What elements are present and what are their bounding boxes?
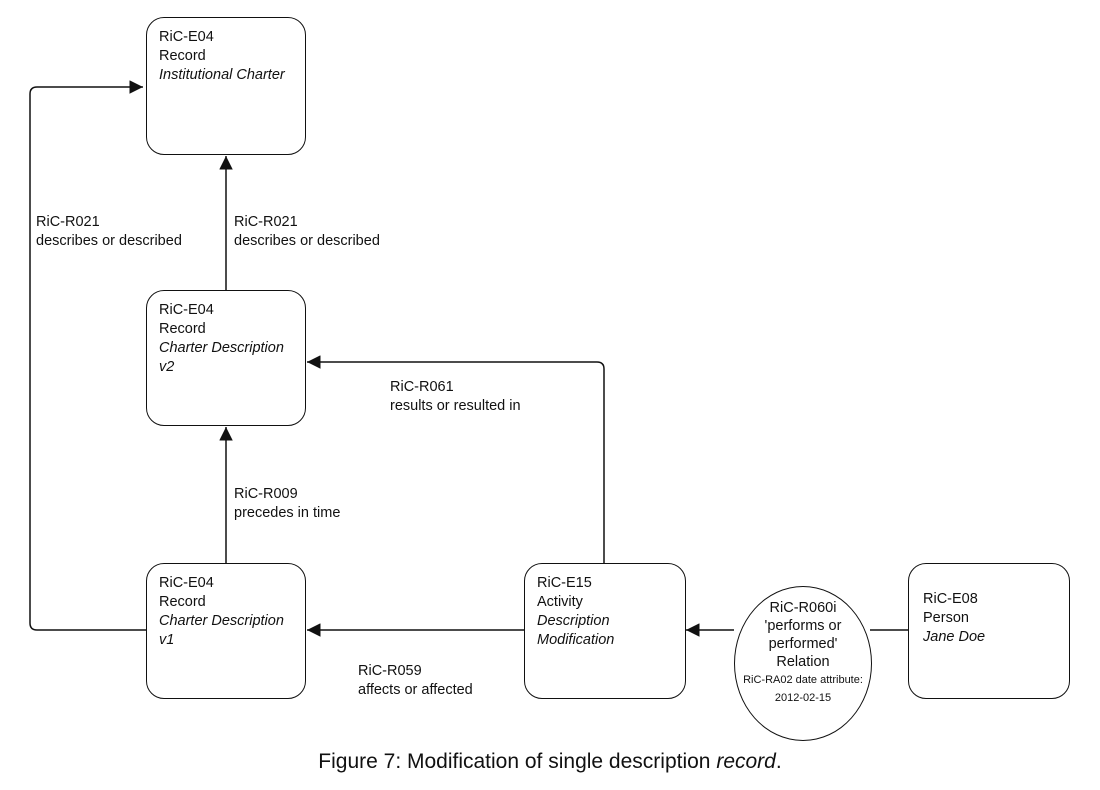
node-name: Description (537, 613, 610, 629)
node-id: RiC-E08 (923, 591, 978, 607)
node-type: Person (923, 610, 969, 626)
node-id: RiC-E15 (537, 575, 592, 591)
edge-text: describes or described (36, 233, 182, 249)
caption-emphasis: record (716, 750, 776, 773)
edge-text: describes or described (234, 233, 380, 249)
node-type: Record (159, 321, 206, 337)
node-institutional-charter: RiC-E04 Record Institutional Charter (146, 17, 306, 155)
edge-id: RiC-R021 (36, 214, 100, 230)
relation-type: Relation (776, 654, 830, 670)
edge-label-r061: RiC-R061 results or resulted in (390, 378, 521, 416)
node-name: Jane Doe (923, 629, 986, 645)
relation-label: 'performs or performed' (764, 618, 842, 652)
node-type: Record (159, 594, 206, 610)
node-name: Charter Description (159, 613, 284, 629)
node-version: v1 (159, 632, 175, 648)
relation-id: RiC-R060i (769, 600, 837, 616)
edge-label-r009: RiC-R009 precedes in time (234, 485, 340, 523)
node-charter-description-v1: RiC-E04 Record Charter Description v1 (146, 563, 306, 699)
node-name: Charter Description (159, 340, 284, 356)
node-type: Activity (537, 594, 583, 610)
edge-label-r021-left: RiC-R021 describes or described (36, 213, 182, 251)
node-type: Record (159, 48, 206, 64)
node-activity: RiC-E15 Activity Description Modificatio… (524, 563, 686, 699)
caption-prefix: Figure 7: Modification of single descrip… (318, 750, 717, 773)
node-charter-description-v2: RiC-E04 Record Charter Description v2 (146, 290, 306, 426)
edge-id: RiC-R009 (234, 486, 298, 502)
edge-r021-left (29, 80, 146, 631)
edge-id: RiC-R021 (234, 214, 298, 230)
edge-text: precedes in time (234, 505, 341, 521)
edge-text: affects or affected (358, 682, 473, 698)
node-person: RiC-E08 Person Jane Doe (908, 563, 1070, 699)
edge-r061 (307, 355, 605, 563)
edge-label-r021-center: RiC-R021 describes or described (234, 213, 380, 251)
node-id: RiC-E04 (159, 302, 214, 318)
relation-attribute: RiC-RA02 date attribute: (743, 674, 863, 686)
edge-id: RiC-R059 (358, 663, 422, 679)
figure-caption: Figure 7: Modification of single descrip… (0, 750, 1100, 774)
edge-label-r059: RiC-R059 affects or affected (358, 662, 473, 700)
relation-attribute-value: 2012-02-15 (774, 692, 832, 704)
caption-suffix: . (775, 750, 782, 773)
node-id: RiC-E04 (159, 29, 214, 45)
node-version: v2 (159, 359, 175, 375)
relation-node-r060i: RiC-R060i 'performs or performed' Relati… (734, 586, 872, 741)
node-name-cont: Modification (537, 632, 615, 648)
edge-text: results or resulted in (390, 398, 521, 414)
node-id: RiC-E04 (159, 575, 214, 591)
node-name: Institutional Charter (159, 67, 285, 83)
edge-id: RiC-R061 (390, 379, 454, 395)
